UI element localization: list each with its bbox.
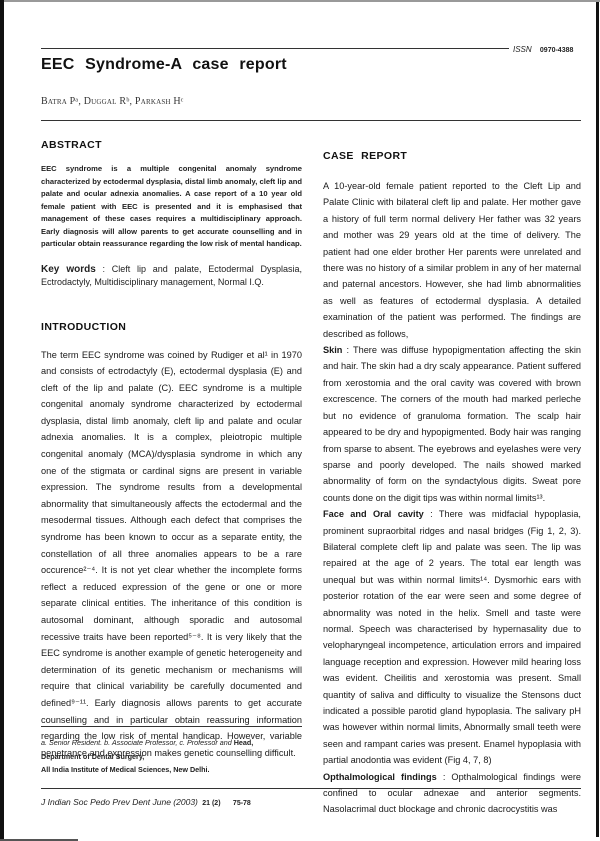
citation-volume: 21 (2) xyxy=(202,800,221,807)
left-column: ABSTRACT EEC syndrome is a multiple cong… xyxy=(41,139,302,761)
skin-label: Skin xyxy=(323,345,343,356)
header-rule xyxy=(41,48,509,49)
face-oral-findings: Face and Oral cavity : There was midfaci… xyxy=(323,506,581,769)
opthalmological-label: Opthalmological findings xyxy=(323,771,437,782)
citation-journal: J Indian Soc Pedo Prev Dent June (2003) xyxy=(41,797,198,807)
page-border-right xyxy=(596,2,599,837)
citation: J Indian Soc Pedo Prev Dent June (2003) … xyxy=(41,797,251,807)
issn-number: 0970-4388 xyxy=(539,47,574,54)
affiliation-institute: All India Institute of Medical Sciences,… xyxy=(41,765,210,775)
affiliation-line-1: a. Senior Resident. b. Associate Profess… xyxy=(41,736,303,750)
title-rule xyxy=(41,120,581,121)
footnote-rule xyxy=(41,726,302,727)
case-report-heading: CASE REPORT xyxy=(323,150,408,162)
abstract-text: EEC syndrome is a multiple congenital an… xyxy=(41,164,302,248)
keywords-separator: : xyxy=(95,263,112,274)
page-border-bottom xyxy=(0,839,78,841)
abstract-heading: ABSTRACT xyxy=(41,139,102,151)
issn-label: ISSN xyxy=(513,45,532,54)
opthalmological-findings: Opthalmological findings : Opthalmologic… xyxy=(323,769,581,818)
opthalmological-text: : Opthalmological findings were confined… xyxy=(323,771,582,815)
affiliation-head: Head, xyxy=(233,738,254,747)
introduction-heading: INTRODUCTION xyxy=(41,320,127,333)
page-border-left xyxy=(0,0,4,841)
issn: ISSN 0970-4388 xyxy=(513,45,573,54)
affiliation: a. Senior Resident. b. Associate Profess… xyxy=(41,736,303,777)
footer-rule xyxy=(41,788,581,789)
affiliation-department: Department of Dental Surgery, xyxy=(41,751,145,761)
right-column: CASE REPORT A 10-year-old female patient… xyxy=(323,150,581,818)
face-oral-label: Face and Oral cavity xyxy=(323,509,424,520)
face-oral-text: : There was midfacial hypoplasia, promin… xyxy=(323,509,581,766)
keywords: Key words : Cleft lip and palate, Ectode… xyxy=(41,263,302,289)
keywords-text: Cleft lip and palate, Ectodermal Dysplas… xyxy=(41,263,302,288)
keywords-label: Key words xyxy=(41,263,96,275)
citation-pages: 75-78 xyxy=(232,800,251,807)
affiliation-roles: a. Senior Resident. b. Associate Profess… xyxy=(41,738,234,747)
authors: Batra Pᵃ, Duggal Rᵇ, Parkash Hᶜ xyxy=(41,96,184,107)
page-border-top xyxy=(0,0,600,2)
case-report-intro: A 10-year-old female patient reported to… xyxy=(323,181,581,339)
skin-findings: Skin : There was diffuse hypopigmentatio… xyxy=(323,342,581,506)
case-report-body: A 10-year-old female patient reported to… xyxy=(323,178,581,818)
skin-text: : There was diffuse hypopigmentation aff… xyxy=(323,345,581,503)
introduction-text: The term EEC syndrome was coined by Rudi… xyxy=(41,349,302,758)
paper-title: EEC Syndrome-A case report xyxy=(41,56,287,73)
